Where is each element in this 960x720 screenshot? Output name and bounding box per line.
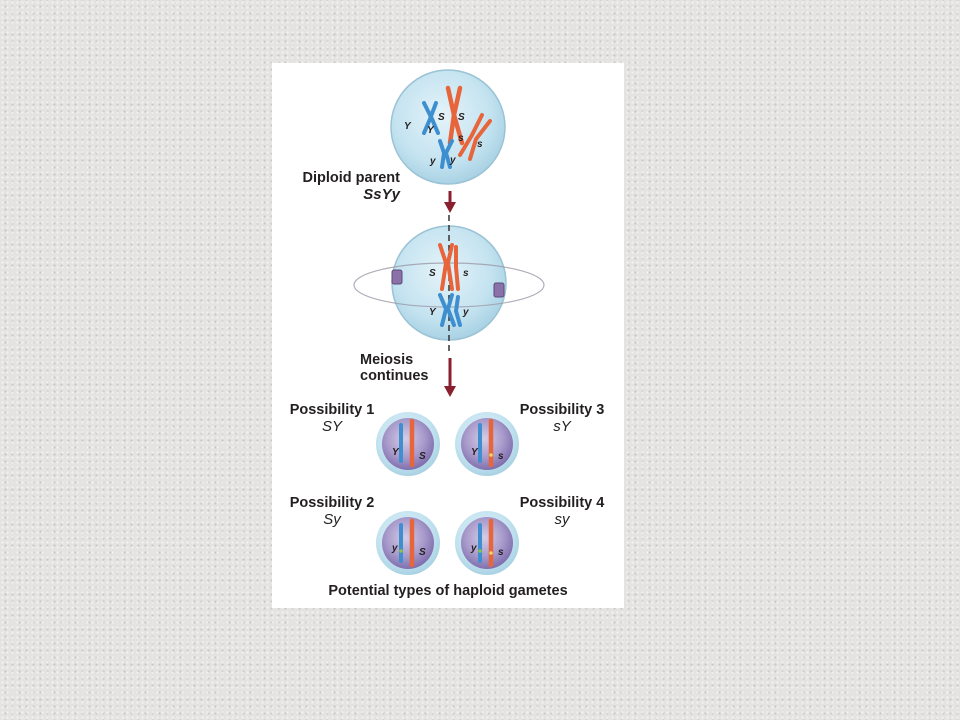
parent-genotype: SsYy <box>363 185 400 203</box>
meiosis-label-group: Meiosis continues <box>360 352 450 385</box>
allele-label: S <box>438 112 445 123</box>
allele-label: Y <box>392 447 399 458</box>
allele-label: y <box>430 156 436 167</box>
possibility-4-group: Possibility 4 sy <box>508 495 616 528</box>
allele-label: Y <box>404 121 411 132</box>
possibility-1-genotype: SY <box>321 417 342 435</box>
allele-label: S <box>458 112 465 123</box>
possibility-4-label: Possibility 4 <box>519 495 605 511</box>
diploid-parent-cell <box>390 69 506 185</box>
gamete-3 <box>455 412 519 476</box>
gamete-2 <box>376 511 440 575</box>
allele-label: s <box>477 139 483 150</box>
chromosome-pair-orange <box>438 243 460 291</box>
meiosis-diagram <box>353 69 545 575</box>
allele-label: Y <box>427 125 434 136</box>
possibility-2-genotype: Sy <box>323 510 341 528</box>
arrow-down-2 <box>444 358 456 397</box>
possibility-3-group: Possibility 3 sY <box>508 402 616 435</box>
allele-label: S <box>419 451 426 462</box>
allele-label: y <box>392 543 398 554</box>
allele-label: Y <box>429 307 436 318</box>
allele-label: S <box>429 268 436 279</box>
possibility-1-group: Possibility 1 SY <box>278 402 386 435</box>
allele-label: y <box>463 307 469 318</box>
allele-label: s <box>458 133 464 144</box>
possibility-4-genotype: sy <box>554 510 570 528</box>
allele-label: s <box>498 547 504 558</box>
metaphase-cell <box>353 215 545 353</box>
diagram-panel: Y Y S S s s y y S s Y y Y S Y s y S y s … <box>272 63 624 608</box>
allele-label: S <box>419 547 426 558</box>
possibility-2-group: Possibility 2 Sy <box>278 495 386 528</box>
chromosome-pair-blue <box>438 293 462 327</box>
possibility-3-label: Possibility 3 <box>519 402 605 418</box>
parent-label-group: Diploid parent SsYy <box>274 170 400 203</box>
spindle-pole-left <box>391 269 403 285</box>
arrow-down-1 <box>444 191 456 213</box>
possibility-2-label: Possibility 2 <box>289 495 375 511</box>
possibility-1-label: Possibility 1 <box>289 402 375 418</box>
possibility-3-genotype: sY <box>553 417 571 435</box>
allele-label: y <box>450 155 456 166</box>
caption: Potential types of haploid gametes <box>328 583 568 599</box>
meiosis-label-line1: Meiosis <box>360 352 414 368</box>
spindle-pole-right <box>493 282 505 298</box>
meiosis-label-line2: continues <box>360 367 429 384</box>
gamete-1 <box>376 412 440 476</box>
chromosome-orange-angled <box>458 113 492 161</box>
chromosome-blue-small <box>438 139 454 169</box>
chromosome-orange-large <box>445 85 465 146</box>
allele-label: Y <box>471 447 478 458</box>
allele-label: s <box>463 268 469 279</box>
chromosome-blue-large <box>422 101 440 135</box>
parent-label: Diploid parent <box>302 170 400 186</box>
allele-label: y <box>471 543 477 554</box>
gamete-4 <box>455 511 519 575</box>
allele-label: s <box>498 451 504 462</box>
